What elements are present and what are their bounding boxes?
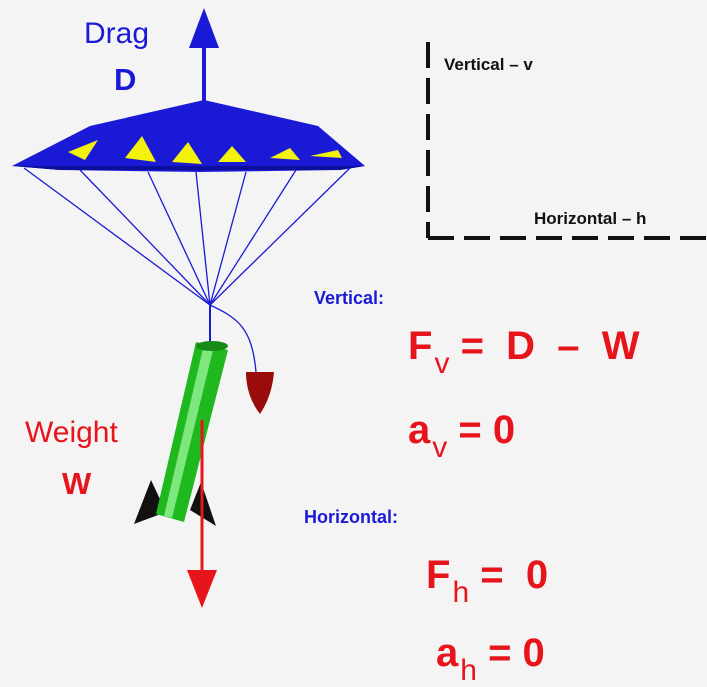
axis-label-vertical: Vertical – v bbox=[444, 55, 533, 74]
horizontal-accel-equation: ah = 0 bbox=[436, 631, 545, 686]
drag-symbol: D bbox=[114, 62, 137, 97]
vertical-force-sub: v bbox=[434, 347, 450, 380]
parachute-canopy bbox=[12, 100, 365, 172]
horizontal-heading: Horizontal: bbox=[304, 507, 398, 527]
horizontal-accel-var: a bbox=[436, 631, 459, 675]
vertical-accel-rhs: = 0 bbox=[458, 408, 516, 452]
rocket bbox=[134, 341, 228, 526]
vertical-heading: Vertical: bbox=[314, 288, 385, 308]
horizontal-accel-sub: h bbox=[460, 654, 477, 687]
horizontal-force-var: F bbox=[426, 553, 451, 597]
axes bbox=[426, 42, 707, 240]
vertical-force-rhs: = D – W bbox=[460, 324, 640, 368]
horizontal-force-rhs: = 0 bbox=[480, 553, 549, 597]
horizontal-force-equation: Fh = 0 bbox=[426, 553, 549, 608]
nose-cone bbox=[246, 372, 274, 414]
axis-label-horizontal: Horizontal – h bbox=[534, 209, 647, 228]
drag-label: Drag bbox=[84, 17, 150, 50]
vertical-accel-equation: av = 0 bbox=[408, 408, 516, 463]
vertical-accel-var: a bbox=[408, 408, 431, 452]
weight-label: Weight bbox=[25, 416, 118, 449]
horizontal-accel-rhs: = 0 bbox=[488, 631, 545, 675]
vertical-accel-sub: v bbox=[432, 431, 448, 464]
weight-arrow bbox=[187, 420, 217, 608]
vertical-force-equation: Fv = D – W bbox=[408, 324, 640, 379]
weight-symbol: W bbox=[62, 466, 92, 501]
canopy-triangles bbox=[68, 136, 342, 164]
drag-arrow bbox=[189, 8, 219, 105]
suspension-lines bbox=[23, 167, 351, 373]
horizontal-force-sub: h bbox=[452, 576, 470, 609]
vertical-force-var: F bbox=[408, 324, 433, 368]
